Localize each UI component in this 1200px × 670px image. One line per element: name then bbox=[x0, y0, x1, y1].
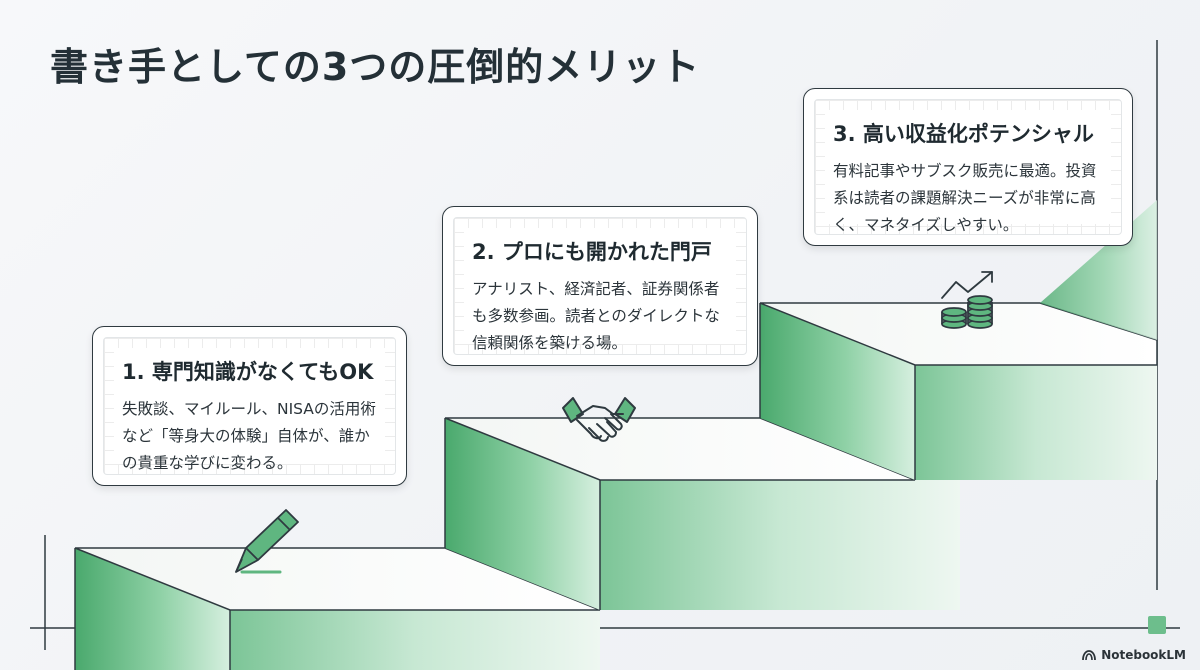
merit-description-line: など「等身大の体験」自体が、誰か bbox=[122, 427, 370, 445]
notebooklm-logo-icon bbox=[1082, 649, 1097, 660]
step-2-block bbox=[444, 417, 960, 610]
slide-title: 書き手としての3つの圧倒的メリット bbox=[50, 45, 701, 89]
card-grid-frame: 2. プロにも開かれた門戸 アナリスト、経済記者、証券関係者 も多数参画。読者と… bbox=[453, 217, 747, 355]
merit-card-1: 1. 専門知識がなくてもOK 失敗談、マイルール、NISAの活用術 など「等身大… bbox=[92, 326, 407, 486]
merit-description: 失敗談、マイルール、NISAの活用術 など「等身大の体験」自体が、誰か の貴重な… bbox=[122, 396, 377, 477]
merit-heading: 2. プロにも開かれた門戸 bbox=[472, 240, 712, 264]
merit-description-line: く、マネタイズしやすい。 bbox=[833, 216, 1019, 234]
merit-heading: 1. 専門知識がなくてもOK bbox=[122, 360, 374, 384]
card-content: 1. 専門知識がなくてもOK 失敗談、マイルール、NISAの活用術 など「等身大… bbox=[114, 348, 385, 472]
brand-name: NotebookLM bbox=[1101, 648, 1186, 662]
merit-card-3: 3. 高い収益化ポテンシャル 有料記事やサブスク販売に最適。投資 系は読者の課題… bbox=[803, 88, 1133, 246]
accent-square bbox=[1148, 616, 1166, 634]
step-3-block bbox=[759, 302, 1158, 480]
merit-description: 有料記事やサブスク販売に最適。投資 系は読者の課題解決ニーズが非常に高 く、マネ… bbox=[833, 158, 1103, 239]
card-content: 3. 高い収益化ポテンシャル 有料記事やサブスク販売に最適。投資 系は読者の課題… bbox=[825, 110, 1111, 234]
coins-growth-icon bbox=[941, 271, 993, 329]
merit-card-2: 2. プロにも開かれた門戸 アナリスト、経済記者、証券関係者 も多数参画。読者と… bbox=[442, 206, 758, 366]
card-grid-frame: 3. 高い収益化ポテンシャル 有料記事やサブスク販売に最適。投資 系は読者の課題… bbox=[814, 99, 1122, 235]
merit-description-line: 信頼関係を築ける場。 bbox=[472, 334, 628, 352]
merit-description-line: の貴重な学びに変わる。 bbox=[122, 454, 293, 472]
merit-description-line: も多数参画。読者とのダイレクトな bbox=[472, 307, 720, 325]
card-content: 2. プロにも開かれた門戸 アナリスト、経済記者、証券関係者 も多数参画。読者と… bbox=[464, 228, 736, 352]
handshake-icon bbox=[562, 397, 636, 442]
merit-description-line: アナリスト、経済記者、証券関係者 bbox=[472, 280, 720, 298]
brand-watermark: NotebookLM bbox=[1082, 648, 1186, 662]
card-grid-frame: 1. 専門知識がなくてもOK 失敗談、マイルール、NISAの活用術 など「等身大… bbox=[103, 337, 396, 475]
merit-description-line: 有料記事やサブスク販売に最適。投資 bbox=[833, 162, 1097, 180]
merit-description-line: 系は読者の課題解決ニーズが非常に高 bbox=[833, 189, 1096, 207]
merit-heading: 3. 高い収益化ポテンシャル bbox=[833, 122, 1094, 146]
merit-description: アナリスト、経済記者、証券関係者 も多数参画。読者とのダイレクトな 信頼関係を築… bbox=[472, 276, 728, 357]
pen-icon bbox=[235, 509, 299, 574]
merit-description-line: 失敗談、マイルール、NISAの活用術 bbox=[122, 400, 376, 418]
